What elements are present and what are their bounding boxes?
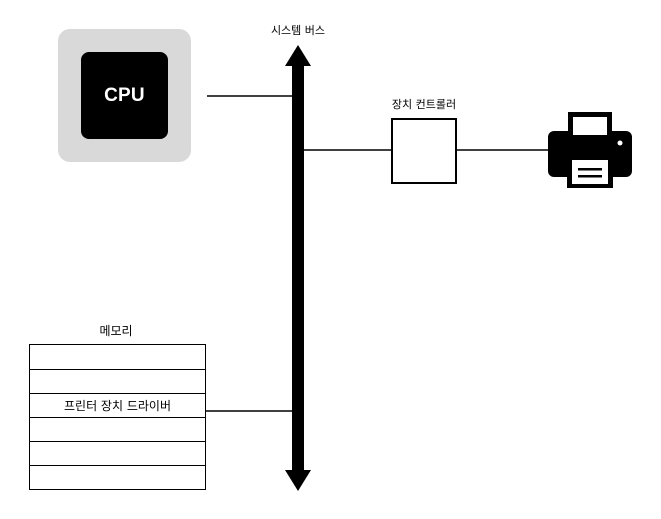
device-controller-box: [391, 118, 457, 184]
memory-table: 프린터 장치 드라이버: [29, 344, 206, 490]
cpu-label: CPU: [104, 84, 145, 106]
memory-cell: [30, 345, 205, 369]
cpu-chip: CPU: [81, 52, 168, 139]
printer-icon: [548, 112, 632, 188]
memory-cell: [30, 465, 205, 489]
memory-cell: [30, 369, 205, 393]
device-controller-label: 장치 컨트롤러: [391, 98, 457, 111]
system-bus-label: 시스템 버스: [270, 24, 326, 37]
memory-cell: [30, 441, 205, 465]
memory-cell: [30, 417, 205, 441]
system-bus-arrow: [285, 45, 311, 491]
memory-cell-printer-driver: 프린터 장치 드라이버: [30, 393, 205, 417]
memory-label: 메모리: [99, 324, 133, 338]
